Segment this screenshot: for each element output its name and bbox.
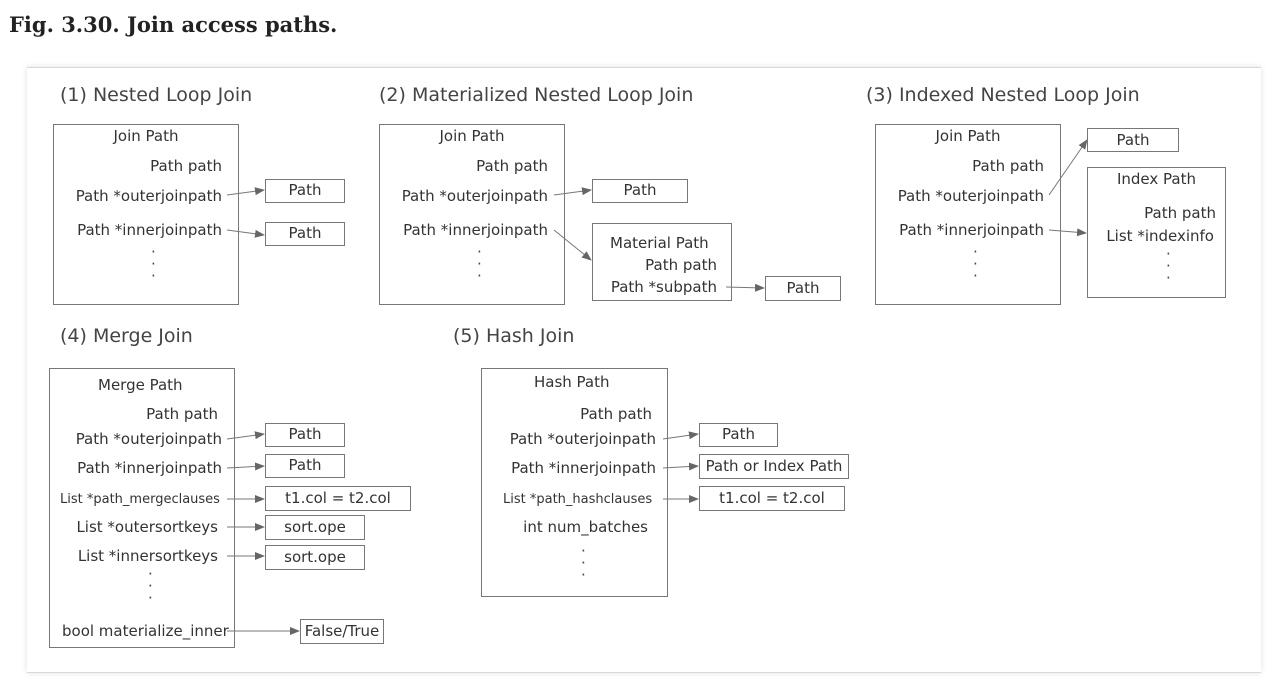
hash-join-title: (5) Hash Join [453,325,575,347]
indexed-outer-target: Path [1116,131,1150,149]
merge-outersort-target: sort.ope [284,518,346,536]
arrow-nested-inner [226,229,265,238]
arrow-indexed-outer [1048,139,1088,196]
nested-box-title: Join Path [113,127,179,145]
merge-field-materialize: bool materialize_inner [62,622,229,640]
merge-field-inner: Path *innerjoinpath [77,459,222,477]
hash-inner-target: Path or Index Path [705,457,843,475]
hash-clauses-target: t1.col = t2.col [719,489,825,507]
nested-field-path: Path path [150,157,222,175]
hash-ellipsis: ··· [581,542,586,584]
arrow-merge-inner [226,462,265,471]
merge-clauses-target: t1.col = t2.col [285,489,391,507]
merge-join-title: (4) Merge Join [60,325,193,347]
material-path-field: Path path [645,256,717,274]
merge-clauses-target-box: t1.col = t2.col [265,486,411,511]
materialized-outer-target-box: Path [592,179,688,203]
hash-field-clauses: List *path_hashclauses [503,492,653,507]
arrow-materialized-outer [553,187,592,196]
hash-field-outer: Path *outerjoinpath [509,430,656,448]
arrow-hash-inner [662,462,699,471]
materialized-box-title: Join Path [439,127,505,145]
indexed-box-title: Join Path [935,127,1001,145]
merge-path-box: Merge Path Path path Path *outerjoinpath… [49,368,235,648]
hash-outer-target: Path [722,425,755,443]
material-path-title: Material Path [610,234,709,252]
merge-materialize-target-box: False/True [300,619,384,644]
indexed-outer-target-box: Path [1087,128,1179,152]
index-path-box: Index Path Path path List *indexinfo ··· [1087,167,1226,298]
arrow-material-subpath [725,283,765,292]
material-subpath-field: Path *subpath [610,278,717,296]
material-subpath-target-box: Path [765,276,841,301]
merge-ellipsis: ··· [148,565,153,607]
connector-arrows [226,139,1088,635]
indexed-field-inner: Path *innerjoinpath [899,221,1044,239]
diagram-panel: (1) Nested Loop Join Join Path Path path… [27,67,1261,673]
index-ellipsis: ··· [1166,245,1171,287]
materialized-field-outer: Path *outerjoinpath [401,187,548,205]
nested-outer-target-box: Path [265,179,345,203]
materialized-join-path-box: Join Path Path path Path *outerjoinpath … [379,124,565,305]
materialized-outer-target: Path [623,181,657,199]
indexed-title: (3) Indexed Nested Loop Join [866,84,1140,106]
hash-field-inner: Path *innerjoinpath [511,459,656,477]
index-path-title: Index Path [1116,170,1196,188]
arrow-hash-outer [662,431,699,440]
nested-field-inner: Path *innerjoinpath [77,221,222,239]
merge-innersort-target-box: sort.ope [265,545,365,570]
hash-field-path: Path path [580,405,652,423]
materialized-field-path: Path path [476,157,548,175]
hash-box-title: Hash Path [534,373,610,391]
index-info-field: List *indexinfo [1106,227,1214,245]
nested-field-outer: Path *outerjoinpath [75,187,222,205]
nested-join-path-box: Join Path Path path Path *outerjoinpath … [53,124,239,305]
arrow-indexed-inner [1048,228,1087,237]
hash-clauses-target-box: t1.col = t2.col [699,486,845,511]
merge-field-path: Path path [146,405,218,423]
indexed-join-path-box: Join Path Path path Path *outerjoinpath … [875,124,1061,305]
indexed-field-path: Path path [972,157,1044,175]
hash-outer-target-box: Path [699,423,778,447]
merge-innersort-target: sort.ope [284,548,346,566]
merge-field-outersort: List *outersortkeys [76,518,218,536]
index-path-field: Path path [1144,204,1216,222]
hash-path-box: Hash Path Path path Path *outerjoinpath … [481,368,668,597]
arrow-merge-outer [226,431,265,440]
merge-box-title: Merge Path [98,376,183,394]
merge-inner-target: Path [288,456,322,474]
merge-outersort-target-box: sort.ope [265,515,365,540]
material-subpath-target: Path [786,279,820,297]
nested-outer-target: Path [288,181,322,199]
merge-materialize-target: False/True [304,622,380,640]
merge-field-outer: Path *outerjoinpath [75,430,222,448]
merge-outer-target: Path [288,425,322,443]
nested-inner-target: Path [288,224,322,242]
merge-field-clauses: List *path_mergeclauses [60,492,220,507]
materialized-title: (2) Materialized Nested Loop Join [379,84,694,106]
indexed-field-outer: Path *outerjoinpath [897,187,1044,205]
materialized-field-inner: Path *innerjoinpath [403,221,548,239]
merge-outer-target-box: Path [265,423,345,447]
nested-loop-title: (1) Nested Loop Join [60,84,253,106]
arrow-nested-outer [226,187,265,196]
material-path-box: Material Path Path path Path *subpath [592,223,732,301]
merge-field-innersort: List *innersortkeys [77,547,218,565]
hash-inner-target-box: Path or Index Path [699,454,849,479]
nested-inner-target-box: Path [265,222,345,246]
arrow-materialized-inner [553,229,592,261]
figure-title: Fig. 3.30. Join access paths. [9,12,338,37]
merge-inner-target-box: Path [265,454,345,478]
materialized-ellipsis: ··· [477,243,482,285]
hash-field-batches: int num_batches [523,518,648,536]
nested-ellipsis: ··· [151,243,156,285]
indexed-ellipsis: ··· [973,243,978,285]
